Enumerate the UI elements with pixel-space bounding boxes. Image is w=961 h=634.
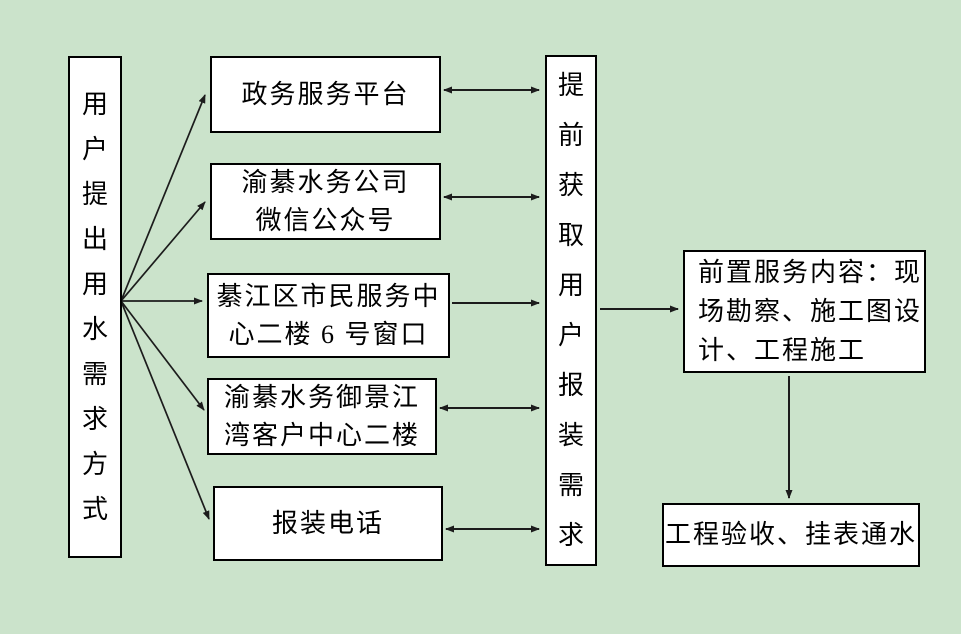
- node-govt-service-platform-label: 政务服务平台: [241, 79, 410, 109]
- node-user-demand-method-label: 用户提出用水需求方式: [81, 90, 108, 524]
- node-wechat-account: 渝綦水务公司 微信公众号: [210, 163, 441, 240]
- node-customer-service-center-label: 渝綦水务御景江 湾客户中心二楼: [223, 382, 420, 450]
- node-collect-demand-label: 提前获取用户报装需求: [557, 70, 584, 550]
- node-project-acceptance: 工程验收、挂表通水: [662, 503, 920, 567]
- node-user-demand-method: 用户提出用水需求方式: [68, 56, 122, 558]
- node-installation-hotline: 报装电话: [213, 486, 443, 561]
- edge-source-to-hotline: [120, 300, 210, 520]
- node-customer-service-center: 渝綦水务御景江 湾客户中心二楼: [207, 378, 437, 455]
- node-collect-demand: 提前获取用户报装需求: [545, 55, 597, 566]
- node-pre-service-content: 前置服务内容：现 场勘察、施工图设 计、工程施工: [683, 250, 926, 373]
- node-project-acceptance-label: 工程验收、挂表通水: [664, 520, 917, 549]
- node-govt-service-platform: 政务服务平台: [210, 56, 441, 133]
- node-wechat-account-label: 渝綦水务公司 微信公众号: [241, 167, 410, 235]
- node-pre-service-content-label: 前置服务内容：现 场勘察、施工图设 计、工程施工: [698, 258, 923, 365]
- edge-source-to-govt-platform: [120, 94, 206, 302]
- edge-source-to-customer-center: [120, 300, 205, 411]
- node-installation-hotline-label: 报装电话: [271, 508, 384, 538]
- edge-source-to-wechat: [120, 201, 206, 302]
- node-citizen-service-center: 綦江区市民服务中 心二楼 6 号窗口: [207, 273, 450, 358]
- node-citizen-service-center-label: 綦江区市民服务中 心二楼 6 号窗口: [216, 281, 441, 349]
